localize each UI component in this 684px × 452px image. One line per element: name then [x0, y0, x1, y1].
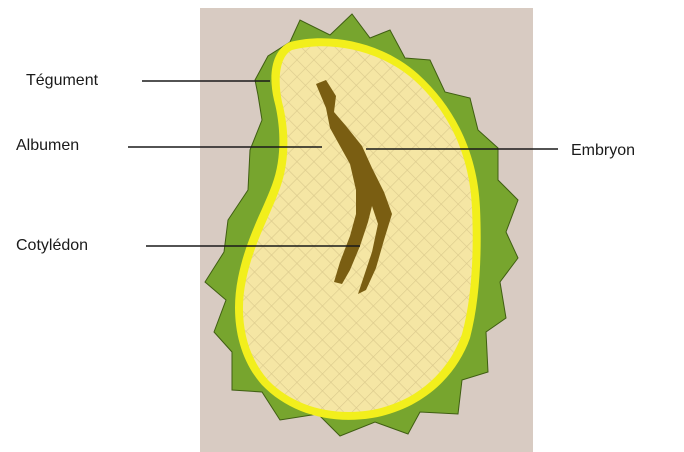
label-cotyledon: Cotylédon — [16, 237, 88, 255]
label-albumen: Albumen — [16, 137, 79, 155]
label-embryon: Embryon — [571, 142, 635, 160]
label-tegument: Tégument — [26, 72, 98, 90]
